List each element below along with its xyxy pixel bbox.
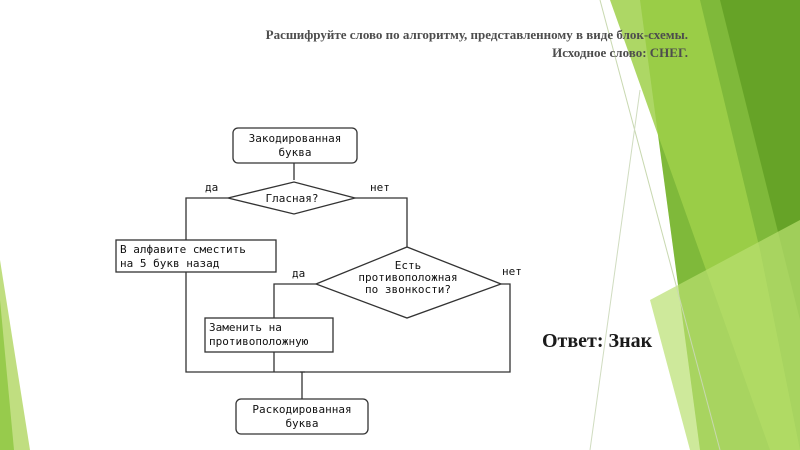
end-block-line2: буква (285, 417, 318, 430)
voicing-decision: Есть противоположная по звонкости? (314, 246, 503, 319)
flowchart-connectors (185, 163, 511, 399)
task-title-line2: Исходное слово: СНЕГ. (552, 45, 688, 60)
task-title-line1: Расшифруйте слово по алгоритму, представ… (265, 27, 688, 42)
answer-text: Ответ: Знак (542, 330, 653, 352)
start-block-line1: Закодированная (249, 132, 342, 145)
end-block-line1: Раскодированная (252, 403, 351, 416)
start-block: Закодированная буква (232, 127, 358, 164)
shift-block: В алфавите сместить на 5 букв назад (115, 239, 277, 273)
voicing-decision-line1: Есть (395, 259, 422, 272)
shift-block-line1: В алфавите сместить (120, 243, 246, 256)
voicing-decision-line3: по звонкости? (365, 283, 451, 296)
vowel-decision: Гласная? (227, 181, 358, 215)
replace-block-line2: противоположную (209, 335, 309, 348)
start-block-line2: буква (278, 146, 311, 159)
yes-label-2: да (292, 267, 305, 280)
replace-block: Заменить на противоположную (204, 317, 334, 353)
no-label-2: нет (502, 265, 522, 278)
voicing-decision-line2: противоположная (358, 271, 457, 284)
yes-label-1: да (205, 181, 218, 194)
vowel-decision-label: Гласная? (266, 192, 319, 205)
replace-block-line1: Заменить на (209, 321, 282, 334)
end-block: Раскодированная буква (235, 398, 369, 435)
shift-block-line2: на 5 букв назад (120, 257, 220, 270)
no-label-1: нет (370, 181, 390, 194)
task-title: Расшифруйте слово по алгоритму, представ… (128, 26, 688, 62)
